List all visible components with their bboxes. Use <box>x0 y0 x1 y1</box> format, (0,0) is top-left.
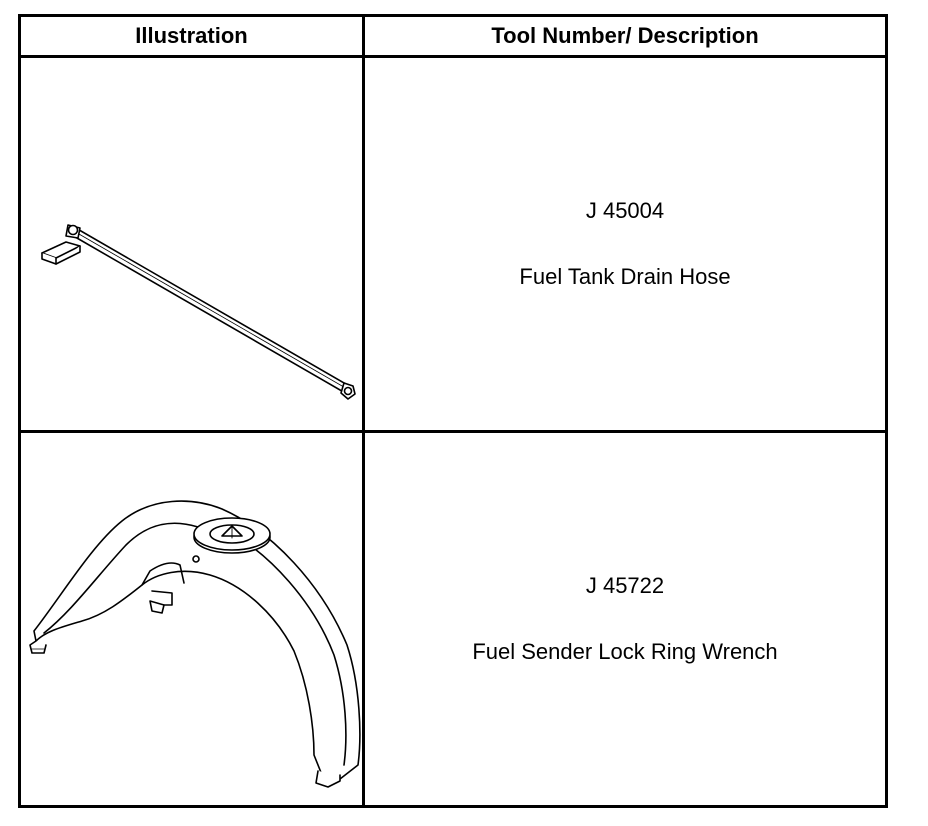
illustration-cell <box>18 55 365 433</box>
lock-ring-wrench-icon <box>28 500 361 788</box>
description-cell: J 45722 Fuel Sender Lock Ring Wrench <box>362 430 888 808</box>
tool-number: J 45004 <box>585 198 665 223</box>
tool-description: Fuel Sender Lock Ring Wrench <box>472 639 778 664</box>
fuel-tank-drain-hose-icon <box>40 224 356 400</box>
table-row: J 45004 Fuel Tank Drain Hose <box>18 55 888 433</box>
header-tool-number-description: Tool Number/ Description <box>362 14 888 58</box>
illustration-cell <box>18 430 365 808</box>
description-cell: J 45004 Fuel Tank Drain Hose <box>362 55 888 433</box>
table-row: J 45722 Fuel Sender Lock Ring Wrench <box>18 430 888 808</box>
special-tools-table: Illustration Tool Number/ Description <box>18 14 888 808</box>
table-header-row: Illustration Tool Number/ Description <box>18 14 888 58</box>
tool-description: Fuel Tank Drain Hose <box>519 264 731 289</box>
header-illustration: Illustration <box>18 14 365 58</box>
tool-number: J 45722 <box>585 573 665 598</box>
